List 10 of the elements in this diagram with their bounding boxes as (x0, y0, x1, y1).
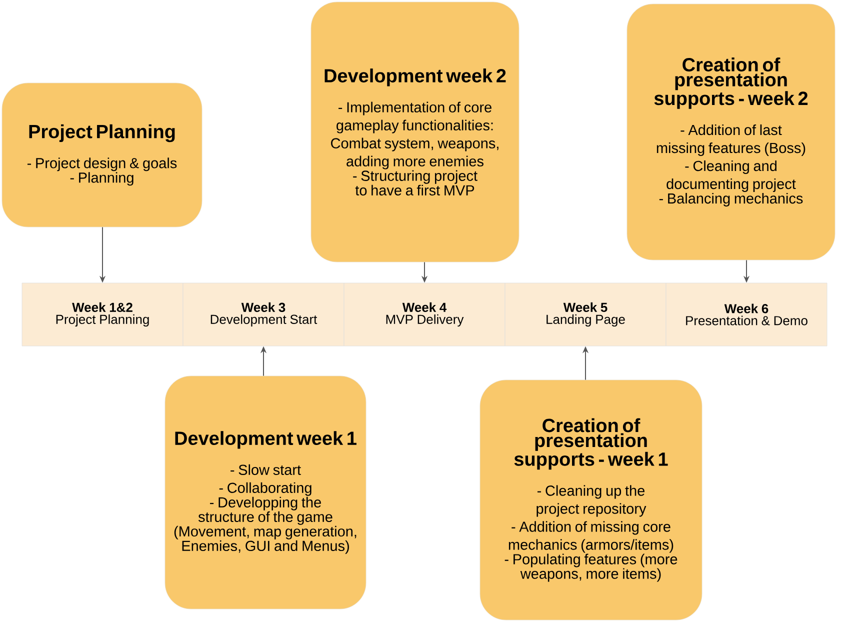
callout-box: Development week 2 - Implementation of core gameplay functionalities: Combat system, weapons, adding more enemies - Structuring project to have a first MVP (310, 2, 520, 262)
callout-box: Development week 1 - Slow start - Collaborating - Developping the structure of the game (Movement, map generation, Enemies, GUI and Menus) (164, 376, 366, 610)
callout-box: Creation of presentation supports - week 2 - Addition of last missing features (Boss) - Cleaning and documenting project - Balancing mechanics (626, 4, 836, 260)
timeline-cell: Week 4 MVP Delivery (344, 282, 506, 346)
timeline-cell: Week 6 Presentation & Demo (666, 282, 828, 346)
callout-box: Creation of presentation supports - week 1 - Cleaning up the project repository - Addition of missing core mechanics (armors/items) - Populating features (more weapons, more items) (480, 380, 702, 620)
callout-box: Project Planning - Project design & goals - Planning (2, 82, 202, 228)
timeline-cell: Week 5 Landing Page (504, 282, 666, 346)
timeline-cell: Week 1&2 Project Planning (22, 282, 184, 346)
timeline-cell: Week 3 Development Start (182, 282, 344, 346)
